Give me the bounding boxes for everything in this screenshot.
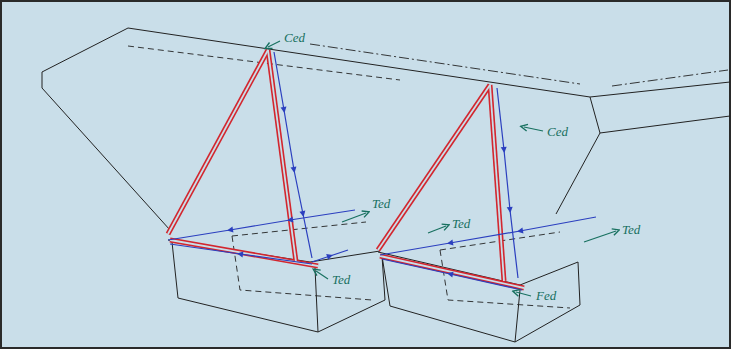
force-label: Ted [330, 272, 352, 287]
strut [170, 240, 318, 266]
cantilever-soffit [42, 72, 170, 230]
force-arrow [584, 231, 616, 242]
hidden-lines [128, 44, 728, 308]
force-arrow [342, 213, 366, 222]
hidden-line [232, 236, 372, 300]
bottom-box [382, 256, 580, 342]
bottom-box [315, 268, 318, 332]
force-label: Ted [450, 216, 472, 231]
strut [380, 256, 524, 288]
bottom-box [515, 290, 520, 342]
strut-inner [168, 50, 524, 288]
tie [497, 88, 518, 278]
force-arrows [268, 41, 616, 296]
cantilever-soffit [556, 97, 600, 214]
force-label: Fed [534, 288, 558, 303]
tie [274, 52, 312, 258]
centre-line [310, 44, 580, 84]
strut-outer [168, 50, 524, 288]
tie [380, 217, 596, 255]
tie [382, 259, 522, 290]
strut [378, 85, 490, 250]
force-label: Ted [620, 222, 642, 237]
tie [170, 244, 312, 264]
strut [168, 50, 268, 234]
strut [170, 240, 318, 266]
force-arrow [428, 226, 446, 233]
tie [312, 250, 348, 262]
centre-line [612, 70, 728, 86]
tie [168, 210, 355, 240]
struts [168, 50, 524, 288]
deck-edge [42, 28, 730, 97]
ties [168, 52, 596, 290]
force-label: Ted [370, 196, 392, 211]
strut [490, 85, 504, 281]
bottom-box [172, 242, 385, 332]
force-label: Ced [545, 124, 570, 139]
hidden-line [232, 222, 366, 236]
force-arrow [524, 127, 543, 131]
force-arrow [516, 292, 531, 296]
strut [378, 85, 490, 250]
strut [490, 85, 504, 281]
deck-edge [600, 116, 730, 133]
girder-outline [42, 28, 730, 342]
strut [168, 50, 268, 234]
force-arrow [316, 271, 328, 279]
force-arrow [268, 41, 280, 47]
force-label: Ced [282, 30, 307, 45]
